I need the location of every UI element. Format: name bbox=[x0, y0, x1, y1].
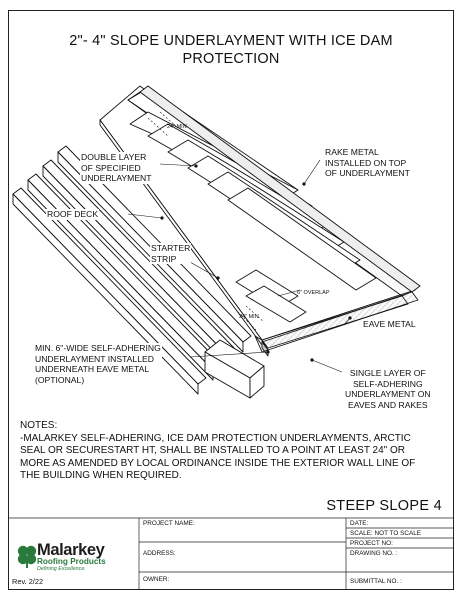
logo-brand-text: Malarkey bbox=[37, 541, 105, 559]
drawing-title: 2"- 4" SLOPE UNDERLAYMENT WITH ICE DAM P… bbox=[8, 32, 454, 68]
title-line-2: PROTECTION bbox=[182, 51, 280, 67]
starter-strip bbox=[235, 269, 307, 323]
submittal-no-field: SUBMITTAL NO. : bbox=[350, 578, 402, 585]
address-field: ADDRESS: bbox=[143, 550, 176, 557]
date-field: DATE: bbox=[350, 520, 369, 527]
project-no-field: PROJECT NO: bbox=[350, 540, 393, 547]
logo-subtitle: Roofing Products bbox=[37, 557, 106, 566]
notes-heading: NOTES: bbox=[20, 420, 58, 431]
rake-metal bbox=[139, 85, 421, 293]
sheet-title: STEEP SLOPE 4 bbox=[326, 498, 442, 514]
title-line-1: 2"- 4" SLOPE UNDERLAYMENT WITH ICE DAM bbox=[69, 33, 393, 49]
notes-line: -MALARKEY SELF-ADHERING, ICE DAM PROTECT… bbox=[20, 432, 411, 444]
label-double-layer: DOUBLE LAYER OF SPECIFIED UNDERLAYMENT bbox=[80, 152, 153, 184]
drawing-border bbox=[8, 10, 454, 590]
label-single-layer: SINGLE LAYER OF SELF-ADHERING UNDERLAYME… bbox=[344, 368, 432, 410]
label-6-inch-overlap: 6" OVERLAP bbox=[297, 290, 330, 296]
notes-line: SEAL OR SECURESTART HT, SHALL BE INSTALL… bbox=[20, 445, 405, 456]
project-name-field: PROJECT NAME: bbox=[143, 520, 195, 527]
label-eave-metal: EAVE METAL bbox=[362, 319, 417, 330]
notes-line: THE BUILDING WHEN REQUIRED. bbox=[20, 470, 182, 481]
owner-field: OWNER: bbox=[143, 576, 170, 583]
label-24-min-top: 24" MIN bbox=[167, 124, 187, 130]
label-starter-strip: STARTER STRIP bbox=[150, 243, 192, 264]
drawing-no-field: DRAWING NO. : bbox=[350, 550, 398, 557]
scale-field: SCALE: NOT TO SCALE bbox=[350, 530, 422, 537]
leader-arrow-dots bbox=[160, 164, 352, 362]
notes-block: NOTES: -MALARKEY SELF-ADHERING, ICE DAM … bbox=[20, 420, 450, 483]
malarkey-logo: Malarkey Roofing Products Defining Excel… bbox=[16, 541, 136, 575]
logo-tagline: Defining Excellence. bbox=[37, 566, 86, 572]
label-rake-metal: RAKE METAL INSTALLED ON TOP OF UNDERLAYM… bbox=[324, 147, 411, 179]
dimension-lines bbox=[147, 111, 301, 331]
revision-label: Rev. 2/22 bbox=[12, 577, 44, 586]
label-roof-deck: ROOF DECK bbox=[46, 209, 100, 220]
leaf-icon bbox=[17, 545, 37, 568]
label-self-adhering-underlayment: MIN. 6"-WIDE SELF-ADHERING UNDERLAYMENT … bbox=[34, 343, 162, 385]
notes-line: MORE AS AMENDED BY LOCAL ORDINANCE INSID… bbox=[20, 457, 416, 469]
rafter-3 bbox=[27, 173, 222, 381]
eave-underlayment-strip bbox=[254, 335, 269, 353]
title-block-grid bbox=[8, 517, 454, 590]
fascia-board bbox=[204, 339, 265, 399]
label-24-min-bottom: 24" MIN bbox=[239, 314, 259, 320]
leader-lines bbox=[127, 159, 351, 373]
